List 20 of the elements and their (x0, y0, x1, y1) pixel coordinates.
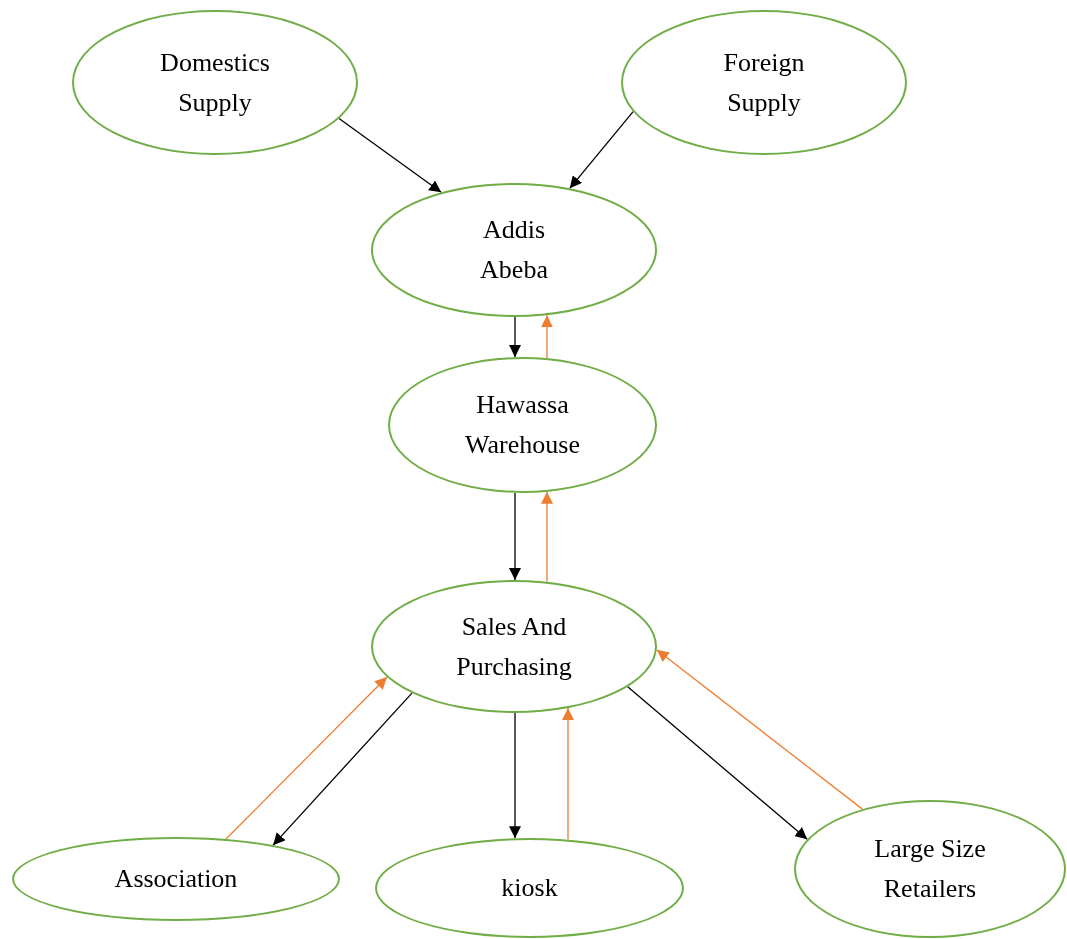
node-label: Foreign Supply (722, 46, 806, 119)
node-label: Domestics Supply (159, 46, 271, 119)
node-label: Hawassa Warehouse (464, 389, 581, 461)
arrow (541, 491, 553, 583)
node-label: kiosk (501, 872, 558, 904)
arrow (509, 712, 521, 839)
arrow (541, 314, 553, 359)
arrow (338, 117, 442, 193)
arrow (562, 707, 574, 841)
arrow (509, 492, 521, 581)
node-label: Association (114, 863, 238, 895)
arrow (627, 686, 808, 840)
node-label: Sales And Purchasing (455, 610, 573, 683)
node-label: Addis Abeba (479, 214, 549, 286)
arrow (225, 676, 388, 840)
arrow (272, 692, 413, 846)
arrow (509, 316, 521, 358)
node-label: Large Size Retailers (873, 833, 987, 905)
arrow (656, 649, 864, 810)
arrow (569, 111, 634, 189)
